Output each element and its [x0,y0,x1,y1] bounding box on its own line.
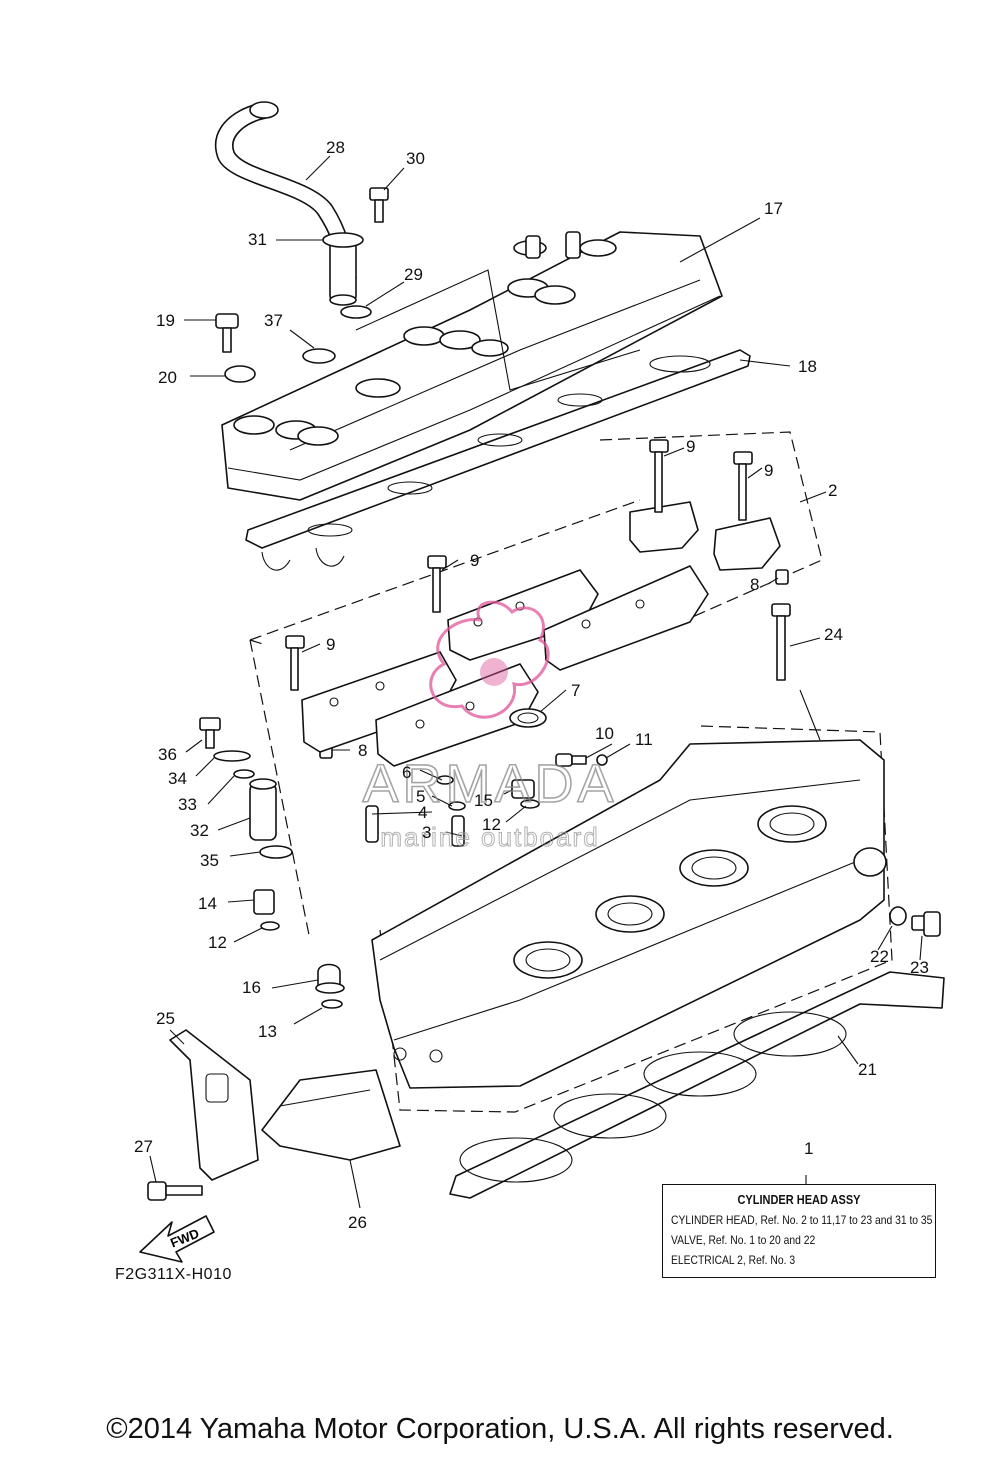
callout-33: 33 [178,795,197,814]
assembly-title: CYLINDER HEAD ASSY [737,1193,861,1207]
callout-2: 2 [828,481,837,500]
callout-7: 7 [571,681,580,700]
callout-35: 35 [200,851,219,870]
callout-36: 36 [158,745,177,764]
camshaft-cap-assemblies [301,565,709,767]
bolt-27 [147,1181,203,1201]
callout-15: 15 [474,791,493,810]
plug-7 [509,708,547,728]
callout-9a: 9 [686,437,695,456]
callout-8a: 8 [750,575,759,594]
washer-12a [260,921,280,931]
plug-23 [911,911,941,937]
washer-22 [889,906,907,926]
nut-14 [253,889,275,915]
camshaft-cap-2 [629,501,781,571]
callout-3: 3 [422,823,431,842]
callout-37: 37 [264,311,283,330]
assembly-reference-box: CYLINDER HEAD ASSY CYLINDER HEAD, Ref. N… [662,1184,936,1278]
callout-5: 5 [416,787,425,806]
callout-26: 26 [348,1213,367,1232]
callout-11: 11 [635,730,653,749]
callout-10: 10 [595,724,614,743]
callout-12a: 12 [482,815,501,834]
bolt-24 [771,603,791,681]
callout-22: 22 [870,947,889,966]
callout-28: 28 [326,138,345,157]
watermark-brand: ARMADA [362,754,617,814]
callout-16: 16 [242,978,261,997]
callout-17: 17 [764,199,783,218]
callout-6: 6 [402,763,411,782]
callout-21: 21 [858,1060,877,1079]
group-outline-head [379,725,893,1113]
screw-10 [555,753,587,767]
watermark-tagline: marine outboard [380,822,599,852]
callout-23: 23 [910,958,929,977]
callout-13: 13 [258,1022,277,1041]
callout-27: 27 [134,1137,153,1156]
o-ring-35 [259,845,293,859]
seal-5 [448,801,466,811]
callout-9d: 9 [326,635,335,654]
seal-6 [436,775,454,785]
breather-hose [215,101,364,306]
callout-12b: 12 [208,933,227,952]
washer-33 [233,769,255,779]
copyright-notice: ©2014 Yamaha Motor Corporation, U.S.A. A… [106,1413,894,1445]
bracket-26 [261,1069,401,1161]
callout-18: 18 [798,357,817,376]
callout-24: 24 [824,625,843,644]
assembly-line-electrical: ELECTRICAL 2, Ref. No. 3 [671,1253,796,1267]
callout-14: 14 [198,894,217,913]
callout-20: 20 [158,368,177,387]
cover-gasket [245,349,751,571]
o-ring-29 [340,305,372,319]
callout-31: 31 [248,230,267,249]
leader-lines [149,155,923,1209]
guide-4 [365,805,379,843]
callout-25: 25 [156,1009,175,1028]
cap-nut-16 [315,963,345,994]
nut-15 [511,779,535,799]
assembly-line-cylinder-head: CYLINDER HEAD, Ref. No. 2 to 11,17 to 23… [671,1213,933,1227]
dowel-8a [775,569,789,585]
callout-32: 32 [190,821,209,840]
cylinder-head-cover [221,231,723,501]
assembly-line-valve: VALVE, Ref. No. 1 to 20 and 22 [671,1233,816,1247]
callout-34: 34 [168,769,187,788]
port-openings [513,805,827,979]
callout-1: 1 [804,1139,813,1158]
bracket-25 [169,1029,259,1181]
washer-11 [596,754,608,766]
watermark-emblem [429,600,550,719]
bolt-19 [215,313,239,353]
cylinder-head [371,739,887,1089]
callout-19: 19 [156,311,175,330]
guide-3 [451,815,465,847]
callout-8b: 8 [358,741,367,760]
callout-numbers: 1 2 3 4 5 6 7 8 8 9 9 9 9 10 11 12 12 13… [134,138,929,1232]
callout-30: 30 [406,149,425,168]
watermark: ARMADA marine outboard [362,600,617,853]
cap-37 [302,348,336,364]
bolt-30 [369,187,389,223]
callout-29: 29 [404,265,423,284]
washer-34 [213,750,251,762]
head-gasket [449,971,945,1199]
callout-9c: 9 [470,551,479,570]
washer-13 [321,999,343,1009]
drawing-code: F2G311X-H010 [115,1266,232,1283]
sleeve-32 [249,778,277,841]
grommet-20 [224,365,256,383]
group-outline-camshaft [249,499,641,941]
group-outline-2 [599,431,823,641]
bolt-36 [199,717,221,749]
bolt-9-set [285,439,753,691]
callout-4: 4 [418,803,427,822]
watermark-dot [480,658,508,686]
callout-9b: 9 [764,461,773,480]
fwd-arrow: FWD [139,1215,215,1263]
